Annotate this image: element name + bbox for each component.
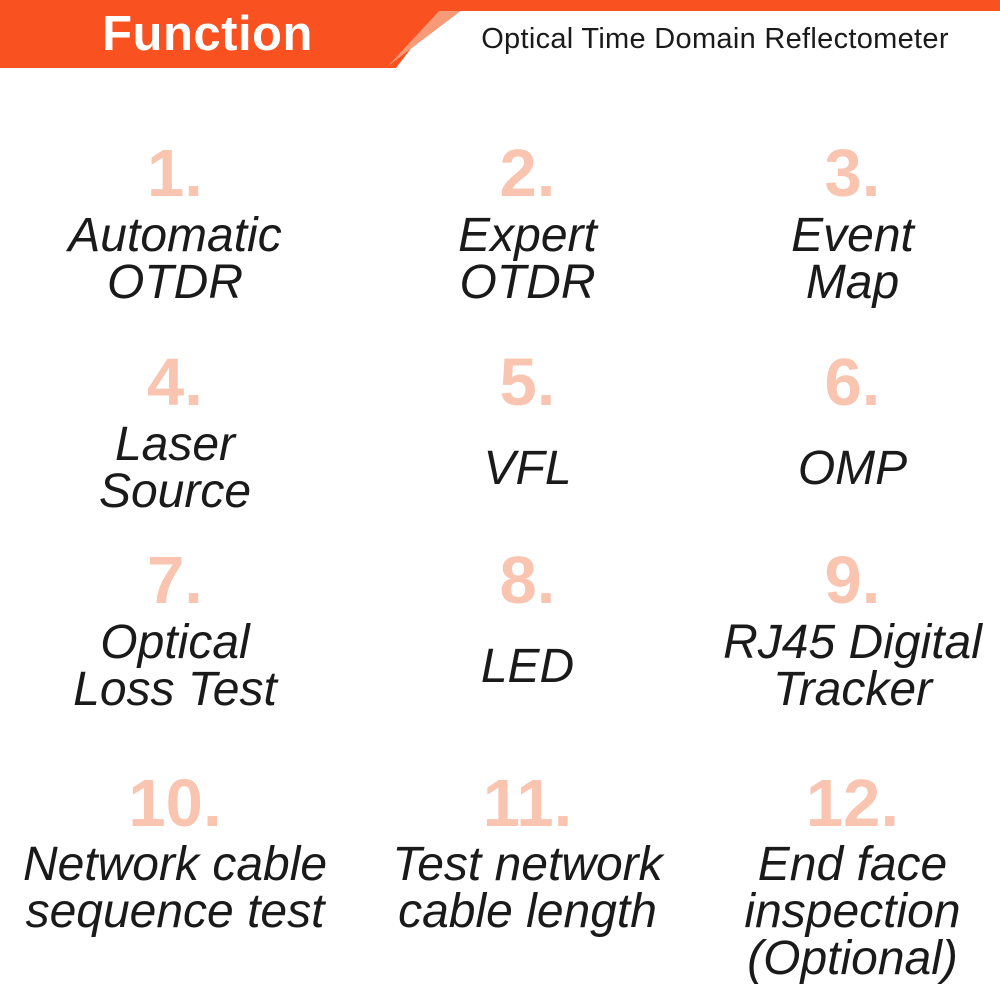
- feature-item-8: 8. LED: [350, 543, 705, 773]
- feature-label: VFL: [483, 441, 572, 495]
- feature-item-11: 11. Test network cable length: [350, 766, 705, 982]
- feature-label: End face inspection (Optional): [744, 838, 961, 985]
- feature-number: 8.: [499, 543, 556, 618]
- page-header: Function Optical Time Domain Reflectomet…: [0, 0, 1000, 68]
- banner-orange-block: [0, 0, 448, 68]
- feature-label: OMP: [797, 441, 908, 495]
- page-title: Optical Time Domain Reflectometer: [481, 23, 949, 55]
- feature-label: Test network cable length: [392, 838, 663, 938]
- feature-item-7: 7. Optical Loss Test: [0, 543, 350, 773]
- feature-item-1: 1. Automatic OTDR: [0, 136, 350, 352]
- feature-number: 3.: [824, 136, 881, 211]
- feature-label: Event Map: [791, 209, 914, 309]
- feature-number: 10.: [128, 766, 222, 841]
- feature-number: 6.: [824, 345, 881, 420]
- feature-item-4: 4. Laser Source: [0, 345, 350, 550]
- feature-item-6: 6. OMP: [705, 345, 1000, 550]
- feature-item-5: 5. VFL: [350, 345, 705, 550]
- banner-accent-triangle: [388, 10, 462, 66]
- feature-number: 12.: [805, 766, 900, 841]
- feature-item-3: 3. Event Map: [705, 136, 1000, 352]
- feature-item-12: 12. End face inspection (Optional): [705, 766, 1000, 985]
- header-top-strip: [0, 0, 1000, 11]
- feature-item-9: 9. RJ45 Digital Tracker: [705, 543, 1000, 773]
- feature-number: 2.: [499, 136, 556, 211]
- feature-number: 5.: [499, 345, 556, 420]
- feature-label: Expert OTDR: [458, 209, 597, 309]
- feature-number: 9.: [824, 543, 881, 618]
- feature-number: 1.: [147, 136, 203, 211]
- feature-label: Network cable sequence test: [22, 838, 328, 938]
- banner-title: Function: [102, 7, 313, 61]
- feature-item-2: 2. Expert OTDR: [350, 136, 705, 352]
- feature-number: 11.: [482, 766, 573, 841]
- feature-grid: 1. Automatic OTDR 2. Expert OTDR 3. Even…: [0, 68, 1000, 985]
- feature-label: Laser Source: [98, 418, 252, 518]
- feature-label: RJ45 Digital Tracker: [723, 616, 982, 716]
- feature-number: 4.: [147, 345, 203, 420]
- feature-label: Optical Loss Test: [73, 616, 277, 716]
- feature-label: LED: [480, 639, 575, 693]
- feature-number: 7.: [147, 543, 203, 618]
- feature-label: Automatic OTDR: [68, 209, 282, 309]
- header-banner-shape: [0, 0, 1000, 68]
- feature-item-10: 10. Network cable sequence test: [0, 766, 350, 982]
